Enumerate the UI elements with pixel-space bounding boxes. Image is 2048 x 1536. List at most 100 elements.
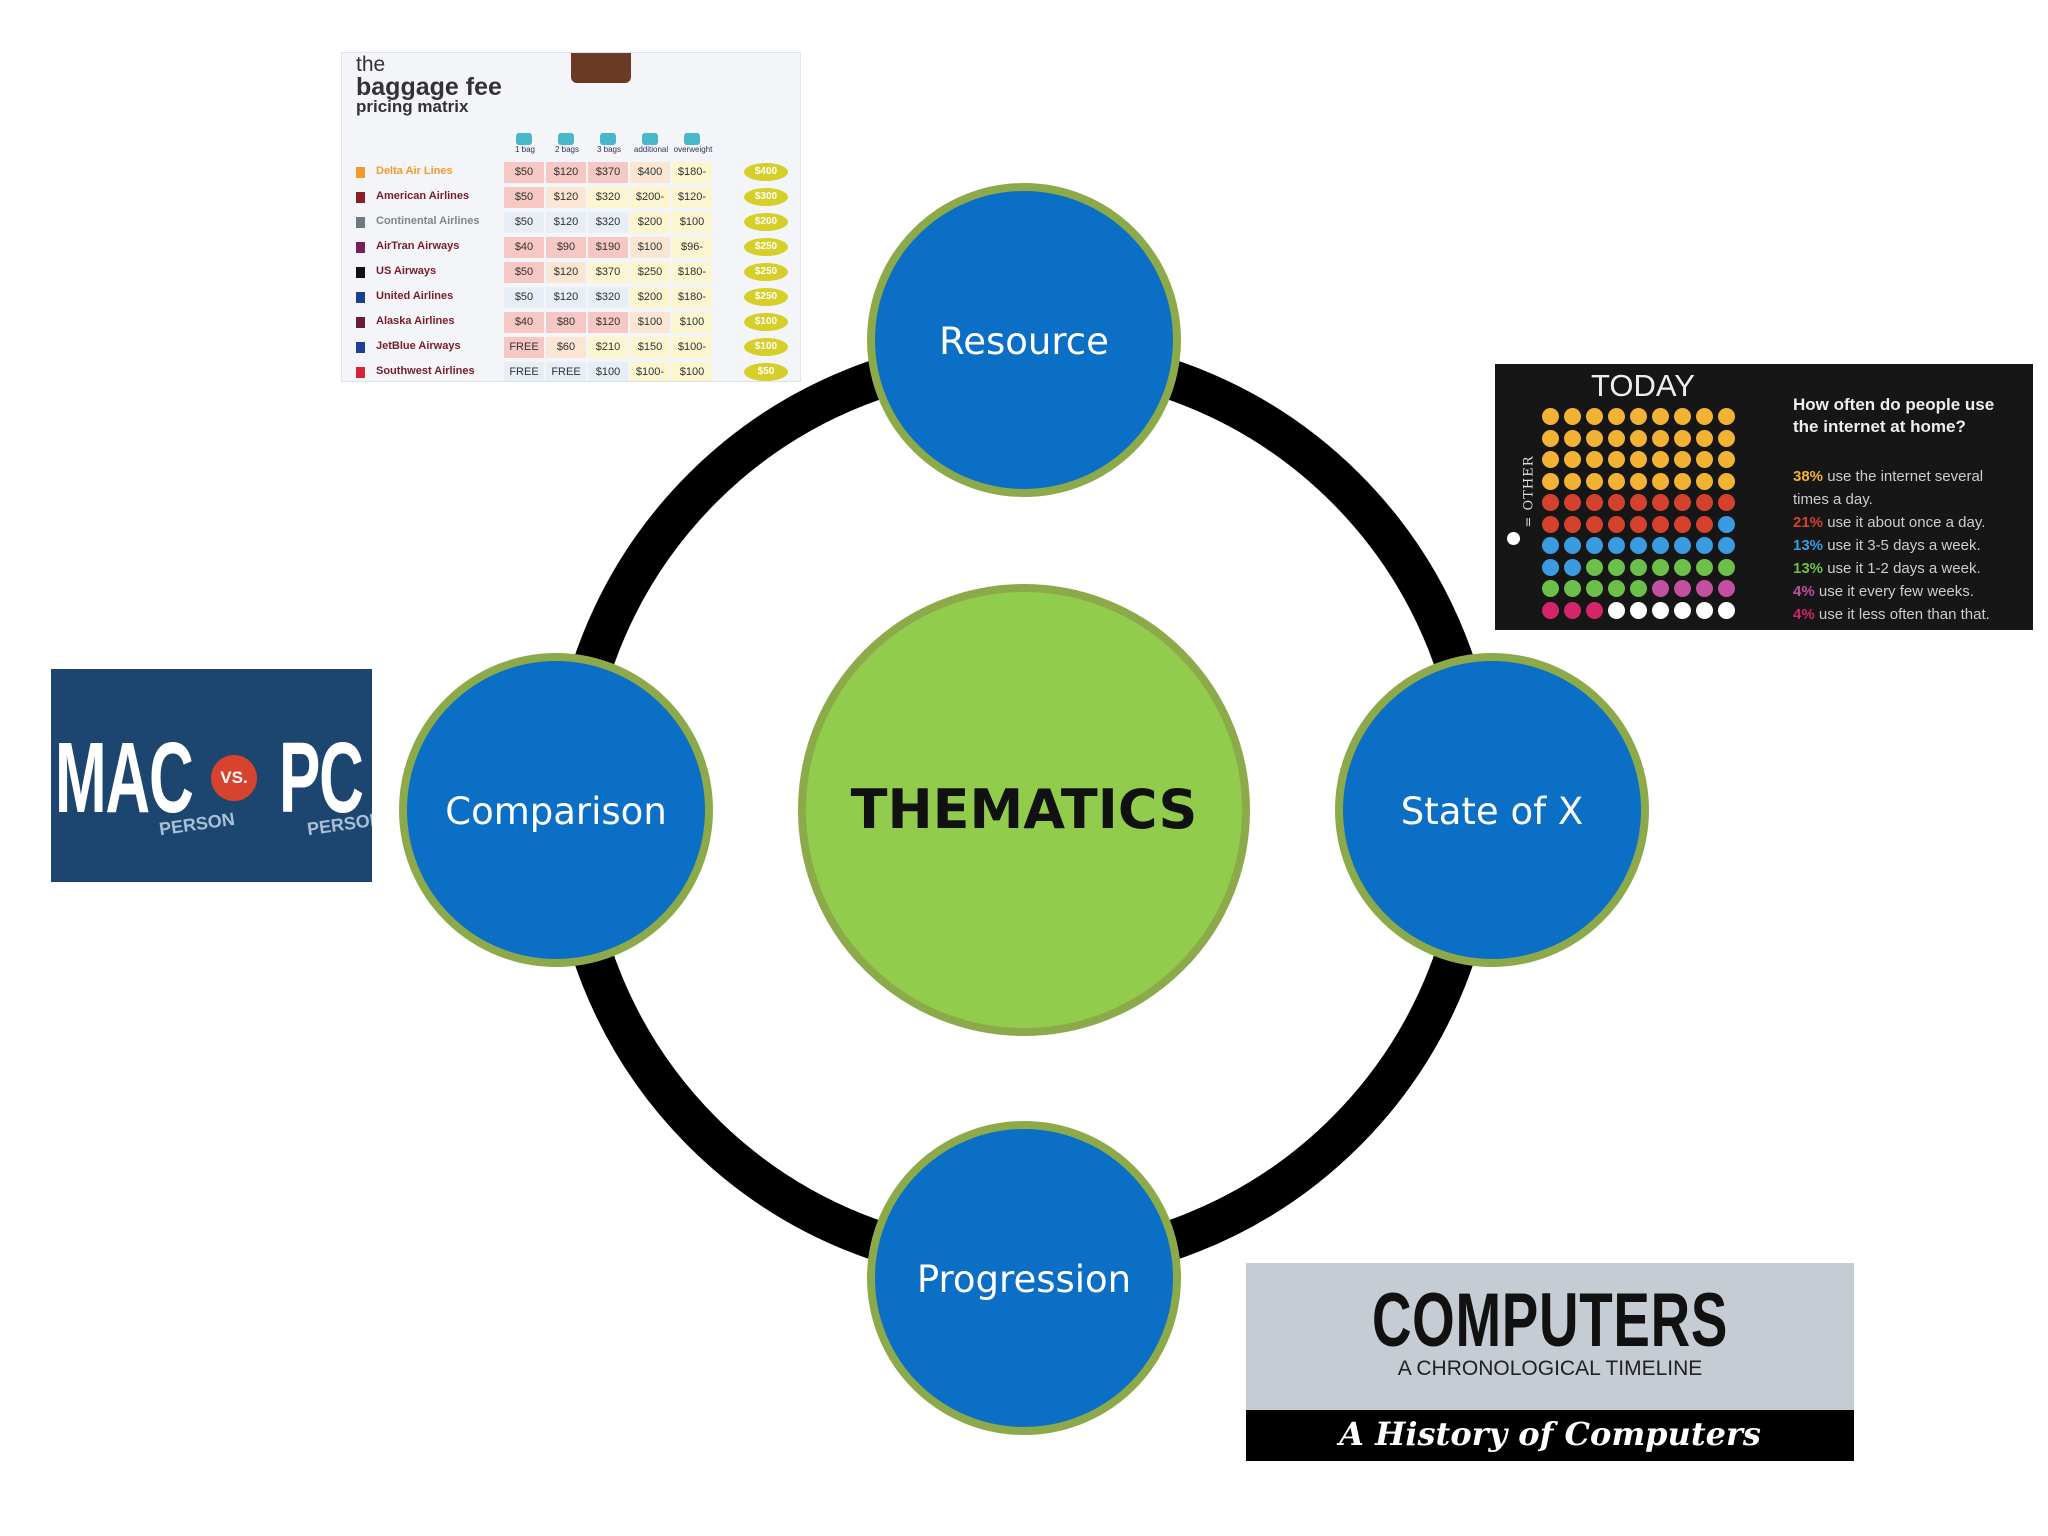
usage-stat-percent: 4% <box>1793 606 1815 623</box>
usage-dot <box>1696 494 1713 511</box>
usage-dot <box>1718 408 1735 425</box>
baggage-title: the baggage fee pricing matrix <box>356 53 502 116</box>
fee-cell: $180-350 <box>672 262 712 299</box>
fee-cell: $120 <box>588 312 628 333</box>
mac-vs-pc-thumbnail: MAC VS. PC PERSON PERSON <box>51 669 372 882</box>
usage-stat-percent: 13% <box>1793 560 1824 577</box>
usage-dot <box>1696 537 1713 554</box>
baggage-title-sub: pricing matrix <box>356 97 469 116</box>
usage-dot <box>1718 601 1735 619</box>
coin-icon: $400 <box>744 163 788 181</box>
fee-cell: $120 <box>546 212 586 233</box>
usage-dot <box>1718 580 1735 597</box>
usage-stat-percent: 13% <box>1793 537 1824 554</box>
node-label-progression: Progression <box>917 1258 1131 1301</box>
node-comparison[interactable] <box>399 653 713 967</box>
usage-stat: 4% use it less often than that. <box>1793 606 1990 623</box>
fee-cell: $100 <box>588 362 628 381</box>
fee-cell: $180-350 <box>672 287 712 324</box>
usage-dot <box>1718 472 1735 490</box>
fee-cell: $320 <box>588 187 628 208</box>
usage-dot <box>1586 494 1603 511</box>
usage-dot <box>1564 558 1581 576</box>
fee-cell: $210 <box>588 337 628 358</box>
usage-dot <box>1542 494 1559 511</box>
baggage-row: Southwest AirlinesFREEFREE$100$100-220$1… <box>356 360 796 381</box>
usage-dot <box>1586 472 1603 490</box>
usage-stat: times a day. <box>1793 491 1873 508</box>
baggage-row: JetBlue AirwaysFREE$60$210$150$100-200$1… <box>356 335 796 374</box>
usage-dot <box>1674 472 1691 490</box>
usage-dot <box>1608 537 1625 554</box>
center-circle <box>798 584 1250 1036</box>
usage-dot <box>1564 601 1581 619</box>
node-resource[interactable] <box>867 183 1181 497</box>
fee-cell: $120 <box>546 287 586 308</box>
usage-dot <box>1718 451 1735 468</box>
fee-cell: $370 <box>588 162 628 183</box>
fee-cell: $120-200 <box>672 187 712 224</box>
bag-column-icon <box>516 133 532 145</box>
airline-swatch <box>356 267 365 278</box>
fee-cell: $90 <box>546 237 586 258</box>
usage-stat: 13% use it 3-5 days a week. <box>1793 537 1981 554</box>
airline-swatch <box>356 342 365 353</box>
node-progression[interactable] <box>867 1121 1181 1435</box>
usage-dot <box>1652 580 1669 597</box>
fee-cell: $96-159 <box>672 237 712 274</box>
fee-cell: $100-220 <box>630 362 670 381</box>
baggage-title-main: baggage fee <box>356 73 502 101</box>
usage-dot <box>1564 580 1581 597</box>
baggage-row: AirTran Airways$40$90$190$100$96-159$250 <box>356 235 796 274</box>
usage-dot <box>1652 558 1669 576</box>
fee-cell: $200 <box>630 287 670 308</box>
airline-name: Southwest Airlines <box>376 365 475 377</box>
coin-icon: $100 <box>744 313 788 331</box>
usage-dot <box>1696 580 1713 597</box>
airline-name: Continental Airlines <box>376 215 480 227</box>
usage-dot <box>1696 558 1713 576</box>
fee-cell: $250 <box>630 262 670 283</box>
fee-cell: $200-300 <box>630 187 670 224</box>
baggage-row: Alaska Airlines$40$80$120$100$100$100 <box>356 310 796 334</box>
bag-column-header: overweight <box>673 145 713 154</box>
pc-text: PC <box>279 722 364 834</box>
fee-cell: $100-200 <box>672 337 712 374</box>
internet-title: TODAY <box>1591 368 1695 403</box>
usage-dot <box>1630 451 1647 468</box>
bag-column-icon <box>684 133 700 145</box>
fee-cell: FREE <box>504 362 544 381</box>
usage-dot <box>1608 451 1625 468</box>
fee-cell: $320 <box>588 287 628 308</box>
fee-cell: $100 <box>672 212 712 233</box>
usage-dot <box>1608 408 1625 425</box>
baggage-row: American Airlines$50$120$320$200-300$120… <box>356 185 796 224</box>
usage-dot <box>1542 472 1559 490</box>
airline-name: Alaska Airlines <box>376 315 455 327</box>
fee-cell: $100 <box>672 312 712 333</box>
fee-cell: $50 <box>504 212 544 233</box>
usage-dot <box>1652 515 1669 533</box>
bag-column-icon <box>558 133 574 145</box>
usage-dot <box>1608 601 1625 619</box>
usage-stat: 4% use it every few weeks. <box>1793 583 1974 600</box>
airline-name: JetBlue Airways <box>376 340 461 352</box>
coin-icon: $300 <box>744 188 788 206</box>
usage-dot <box>1630 601 1647 619</box>
baggage-title-the: the <box>356 53 386 76</box>
usage-dot <box>1696 408 1713 425</box>
coin-icon: $100 <box>744 338 788 356</box>
usage-dot <box>1652 537 1669 554</box>
usage-dot <box>1608 494 1625 511</box>
usage-stat-text: use it 3-5 days a week. <box>1827 537 1981 554</box>
usage-dot <box>1652 451 1669 468</box>
usage-dot <box>1586 601 1603 619</box>
usage-dot <box>1630 515 1647 533</box>
node-state-of-x[interactable] <box>1335 653 1649 967</box>
computers-script-title: A History of Computers <box>1339 1415 1761 1453</box>
usage-stat-text: use it 1-2 days a week. <box>1827 560 1981 577</box>
usage-dot <box>1608 580 1625 597</box>
other-legend-dot <box>1507 532 1520 545</box>
node-label-resource: Resource <box>939 320 1109 363</box>
